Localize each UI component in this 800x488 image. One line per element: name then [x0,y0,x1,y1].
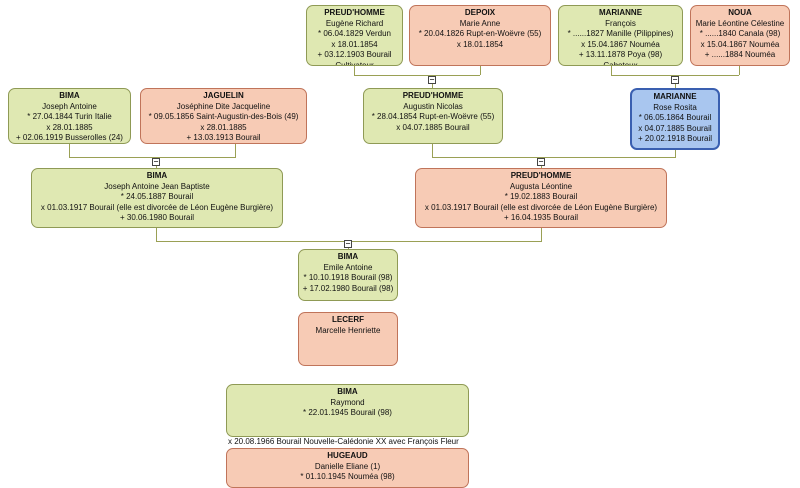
person-given-name: Augustin Nicolas [403,101,463,111]
connector [235,144,236,158]
person-surname: NOUA [728,8,752,17]
person-surname: PREUD'HOMME [510,171,572,180]
person-detail-line: + 02.06.1919 Busserolles (24) [16,133,123,142]
person-given-name: Joséphine Dite Jacqueline [176,101,271,111]
connector [69,157,235,158]
person-detail-line: + 17.02.1980 Bourail (98) [302,283,394,293]
person-detail-line: + ......1884 Nouméa [704,50,776,59]
person-detail-line: Cultivateur [335,60,374,66]
person-detail-line: * 27.04.1844 Turin Italie [27,112,112,121]
connector [354,75,480,76]
person-detail-line: * 06.04.1829 Verdun [318,29,391,38]
person-given-name: Augusta Léontine [509,181,573,191]
person-detail-line: x 15.04.1867 Nouméa [700,39,780,49]
person-detail-line: x 15.04.1867 Nouméa [581,39,660,49]
person-surname: PREUD'HOMME [402,91,464,100]
person-detail-line: + 16.04.1935 Bourail [503,213,579,222]
person-surname: HUGEAUD [327,451,368,460]
person-given-name: François [605,18,636,28]
marriage-info: x 20.08.1966 Bourail Nouvelle-Calédonie … [228,437,459,446]
person-detail-line: + 30.06.1980 Bourail [119,213,195,222]
person-detail-line: * 10.10.1918 Bourail (98) [303,273,393,282]
person-detail-line: * ......1840 Canala (98) [699,29,781,38]
person-detail-line: x 18.01.1854 [456,39,504,49]
person-given-name: Joseph Antoine [42,101,97,111]
connector [480,66,481,75]
person-detail-line: x 28.01.1885 [46,122,93,132]
person-detail-line: x 04.07.1885 Bourail [638,123,712,133]
connector [354,66,355,75]
person-given-name: Marie Anne [459,18,501,28]
connector [675,150,676,158]
person-given-name: Marcelle Henriette [315,325,381,335]
person-given-name: Raymond [330,397,365,407]
person-detail-line: x 18.01.1854 [331,39,378,49]
person-detail-line: * 28.04.1854 Rupt-en-Woëvre (55) [371,112,495,121]
connector [69,144,70,158]
person-given-name: Danielle Eliane (1) [314,461,381,471]
person-detail-line: * 09.05.1856 Saint-Augustin-des-Bois (49… [148,112,299,121]
person-detail-line: x 04.07.1885 Bourail [396,122,470,132]
connector [156,228,157,242]
person-detail-line: + 03.12.1903 Bourail [317,50,392,59]
person-surname: BIMA [337,252,359,261]
person-surname: DEPOIX [464,8,496,17]
connector [432,144,433,158]
person-detail-line: * 24.05.1887 Bourail [120,192,194,201]
person-given-name: Marie Léontine Célestine [695,18,785,28]
person-detail-line: x 28.01.1885 [200,122,247,132]
connector [432,157,675,158]
person-detail-line: + 13.11.1878 Poya (98) [578,50,663,59]
collapse-toggle[interactable]: − [537,157,545,166]
person-detail-line: * ......1827 Manille (Pilippines) [567,29,674,38]
collapse-toggle[interactable]: − [344,239,352,248]
person-given-name: Eugène Richard [325,18,384,28]
person-detail-line: Caboteux [603,60,638,66]
connector [611,66,612,75]
person-detail-line: x 01.03.1917 Bourail (elle est divorcée … [424,202,658,212]
person-given-name: Joseph Antoine Jean Baptiste [104,181,210,191]
person-detail-line: * 19.02.1883 Bourail [504,192,578,201]
collapse-toggle[interactable]: − [671,75,679,84]
connector [541,228,542,242]
person-surname: BIMA [59,91,80,100]
person-surname: PREUD'HOMME [324,8,385,17]
person-detail-line: x 01.03.1917 Bourail (elle est divorcée … [40,202,274,212]
person-detail-line: + 13.03.1913 Bourail [186,133,261,142]
collapse-toggle[interactable]: − [152,157,160,166]
person-given-name: Rose Rosita [653,102,697,112]
person-surname: LECERF [332,315,364,324]
person-detail-line: * 01.10.1945 Nouméa (98) [300,472,395,481]
person-surname: BIMA [337,387,358,396]
person-surname: MARIANNE [653,92,697,101]
person-detail-line: * 06.05.1864 Bourail [638,113,712,122]
person-detail-line: * 22.01.1945 Bourail (98) [303,408,392,417]
collapse-toggle[interactable]: − [428,75,436,84]
person-detail-line: + 20.02.1918 Bourail [637,134,713,143]
person-detail-line: * 20.04.1826 Rupt-en-Woëvre (55) [418,29,542,38]
person-surname: MARIANNE [598,8,643,17]
person-surname: BIMA [146,171,168,180]
person-given-name: Emile Antoine [323,262,373,272]
connector [739,66,740,75]
person-surname: JAGUELIN [203,91,244,100]
